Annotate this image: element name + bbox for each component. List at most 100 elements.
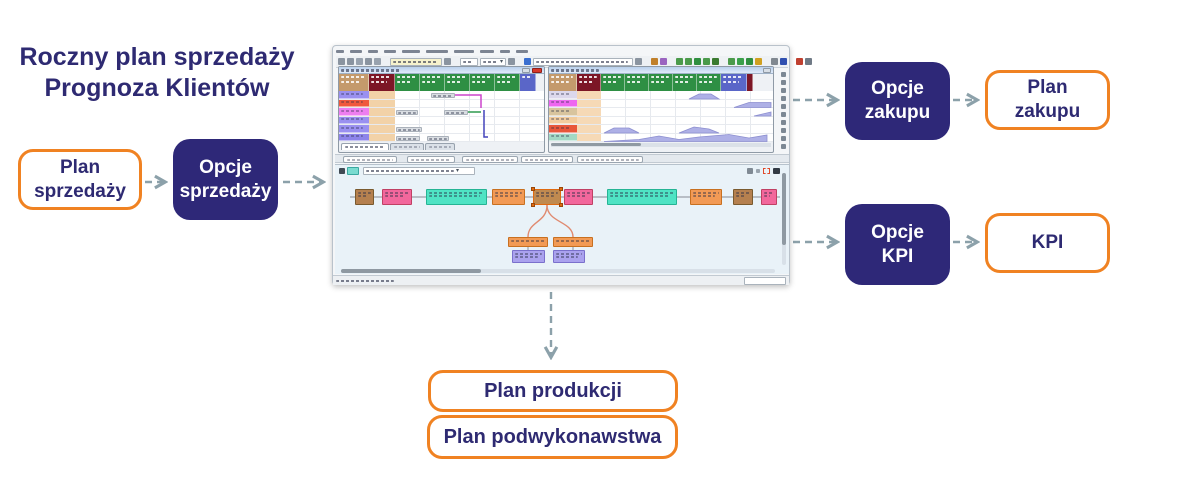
toolbar-icon[interactable] bbox=[444, 58, 451, 65]
selection-handle[interactable] bbox=[559, 203, 563, 207]
flow-node[interactable] bbox=[426, 189, 487, 205]
table-row[interactable] bbox=[549, 116, 773, 125]
child-left-titlebar[interactable] bbox=[339, 67, 544, 74]
flow-node[interactable] bbox=[761, 189, 777, 205]
row-label[interactable] bbox=[339, 99, 369, 107]
child-right-titlebar[interactable] bbox=[549, 67, 773, 74]
box-kpi[interactable]: KPI bbox=[985, 213, 1110, 273]
row-label[interactable] bbox=[549, 116, 577, 124]
gantt-bar[interactable] bbox=[427, 136, 449, 141]
toolbar-icon[interactable] bbox=[694, 58, 701, 65]
header-cell[interactable] bbox=[420, 74, 445, 91]
menu-item[interactable] bbox=[336, 50, 344, 53]
header-cell[interactable] bbox=[601, 74, 625, 91]
toolbar-icon[interactable] bbox=[338, 58, 345, 65]
header-cell[interactable] bbox=[747, 74, 753, 91]
row-grid-area[interactable] bbox=[395, 125, 544, 133]
panel-vscrollbar[interactable] bbox=[782, 173, 786, 265]
side-toolbar-icon[interactable] bbox=[780, 136, 786, 141]
table-row[interactable] bbox=[339, 133, 544, 142]
flow-node[interactable] bbox=[382, 189, 412, 205]
side-toolbar-icon[interactable] bbox=[780, 104, 786, 109]
toolbar-field[interactable] bbox=[390, 57, 442, 66]
gantt-bar[interactable] bbox=[396, 127, 422, 132]
toolbar-icon[interactable] bbox=[524, 58, 531, 65]
side-toolbar-icon[interactable] bbox=[780, 112, 786, 117]
row-label[interactable] bbox=[339, 116, 369, 124]
close-icon[interactable] bbox=[532, 67, 542, 73]
flow-node[interactable] bbox=[690, 189, 722, 205]
table-row[interactable] bbox=[549, 99, 773, 108]
gantt-bar[interactable] bbox=[396, 110, 418, 115]
panel-icon-layout[interactable] bbox=[747, 168, 753, 174]
pin-button[interactable] bbox=[763, 67, 771, 73]
header-cell[interactable] bbox=[697, 74, 721, 91]
row-label[interactable] bbox=[339, 133, 369, 141]
toolbar-icon[interactable] bbox=[347, 58, 354, 65]
panel-tab-chip[interactable] bbox=[347, 167, 359, 175]
table-row[interactable] bbox=[549, 125, 773, 134]
panel-menu-icon[interactable] bbox=[339, 168, 345, 174]
menu-item[interactable] bbox=[368, 50, 378, 53]
menu-item[interactable] bbox=[384, 50, 396, 53]
toolbar-icon[interactable] bbox=[796, 58, 803, 65]
panel-scenario-combobox[interactable]: ▾ bbox=[363, 167, 475, 175]
row-label[interactable] bbox=[549, 99, 577, 107]
row-label[interactable] bbox=[549, 125, 577, 133]
row-label[interactable] bbox=[549, 91, 577, 99]
flow-node[interactable] bbox=[355, 189, 374, 205]
panel-icon-dot[interactable] bbox=[756, 169, 760, 173]
header-cell[interactable] bbox=[649, 74, 673, 91]
header-cell[interactable] bbox=[395, 74, 420, 91]
pin-button[interactable] bbox=[522, 67, 530, 73]
toolbar-icon[interactable] bbox=[651, 58, 658, 65]
selection-handle[interactable] bbox=[531, 187, 535, 191]
row-grid-area[interactable] bbox=[601, 91, 773, 99]
menu-item[interactable] bbox=[402, 50, 420, 53]
header-cell[interactable] bbox=[625, 74, 649, 91]
panel-icon-selection[interactable] bbox=[763, 168, 770, 174]
menu-item[interactable] bbox=[500, 50, 510, 53]
toolbar-icon[interactable] bbox=[508, 58, 515, 65]
header-cell[interactable] bbox=[520, 74, 536, 91]
table-row[interactable] bbox=[549, 91, 773, 100]
side-toolbar-icon[interactable] bbox=[780, 80, 786, 85]
header-cell[interactable] bbox=[470, 74, 495, 91]
menu-item[interactable] bbox=[516, 50, 528, 53]
row-grid-area[interactable] bbox=[395, 133, 544, 141]
flow-subnode[interactable] bbox=[512, 250, 545, 263]
flow-subnode[interactable] bbox=[553, 250, 585, 263]
flow-node[interactable] bbox=[492, 189, 525, 205]
table-row[interactable] bbox=[339, 116, 544, 125]
toolbar-icon[interactable] bbox=[374, 58, 381, 65]
view-tab[interactable] bbox=[341, 143, 389, 150]
view-tab[interactable] bbox=[390, 143, 424, 150]
side-toolbar-icon[interactable] bbox=[780, 120, 786, 125]
flow-node-selected[interactable] bbox=[531, 187, 563, 207]
toolbar-icon[interactable] bbox=[755, 58, 762, 65]
filter-segment[interactable] bbox=[407, 156, 455, 163]
menu-item[interactable] bbox=[426, 50, 448, 53]
toolbar-icon[interactable] bbox=[771, 58, 778, 65]
box-opcje-kpi[interactable]: Opcje KPI bbox=[845, 204, 950, 285]
box-plan-sprzedazy[interactable]: Plan sprzedaży bbox=[18, 149, 142, 210]
toolbar-icon[interactable] bbox=[746, 58, 753, 65]
panel-hscrollbar[interactable] bbox=[341, 269, 775, 273]
box-plan-produkcji[interactable]: Plan produkcji bbox=[428, 370, 678, 412]
row-grid-area[interactable] bbox=[601, 133, 773, 141]
toolbar-field[interactable] bbox=[533, 57, 633, 66]
filter-segment[interactable] bbox=[577, 156, 643, 163]
header-cell[interactable] bbox=[721, 74, 747, 91]
row-label[interactable] bbox=[549, 133, 577, 141]
view-tab[interactable] bbox=[425, 143, 455, 150]
row-label[interactable] bbox=[339, 125, 369, 133]
gantt-bar[interactable] bbox=[396, 136, 420, 141]
filter-segment[interactable] bbox=[343, 156, 397, 163]
header-cell[interactable] bbox=[673, 74, 697, 91]
header-cell[interactable] bbox=[339, 74, 369, 91]
flow-subnode[interactable] bbox=[508, 237, 548, 247]
row-label[interactable] bbox=[549, 108, 577, 116]
side-toolbar-icon[interactable] bbox=[780, 72, 786, 77]
row-grid-area[interactable] bbox=[395, 99, 544, 107]
menu-item[interactable] bbox=[454, 50, 474, 53]
